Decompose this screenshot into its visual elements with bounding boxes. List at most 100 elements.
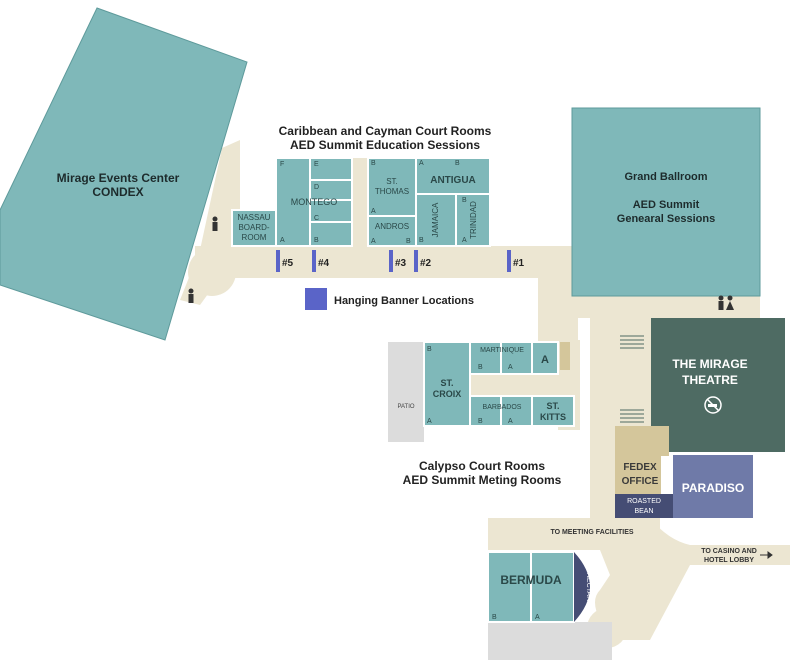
caribbean-heading-line1: Caribbean and Cayman Court Rooms — [278, 124, 492, 138]
trinidad-section-a: A — [462, 237, 467, 244]
antigua-section-a: A — [419, 160, 424, 167]
nassau-label-2: BOARD- — [238, 223, 269, 232]
banner-legend-label: Hanging Banner Locations — [334, 295, 474, 307]
st-thomas-label-2: THOMAS — [375, 187, 409, 196]
caribbean-heading: Caribbean and Cayman Court Rooms AED Sum… — [255, 124, 515, 152]
andros-section-b: B — [406, 238, 411, 245]
calypso-heading-line1: Calypso Court Rooms — [418, 459, 545, 473]
st-thomas-label: ST. — [386, 177, 398, 186]
restroom-icon — [188, 288, 194, 303]
fedex-room[interactable] — [615, 426, 661, 494]
antigua-label: ANTIGUA — [430, 175, 476, 186]
st-croix-label: ST. — [440, 378, 453, 388]
a-room-label: A — [541, 354, 549, 366]
bermuda-section-b: B — [492, 614, 497, 621]
roasted-bean-label-2: BEAN — [634, 508, 653, 515]
events-center-subtitle: CONDEX — [92, 185, 143, 199]
ballroom-subtitle-2: Genearal Sessions — [617, 213, 715, 225]
andros-label: ANDROS — [375, 222, 409, 231]
events-center-title: Mirage Events Center — [57, 171, 180, 185]
montego-room[interactable] — [275, 157, 353, 247]
banner-marker-4: #4 — [318, 258, 330, 269]
martinique-label: MARTINIQUE — [480, 347, 524, 354]
montego-section-d: D — [314, 184, 319, 191]
paradiso-room[interactable] — [673, 455, 753, 518]
barbados-section-b: B — [478, 418, 483, 425]
st-kitts-room[interactable] — [531, 395, 575, 427]
trinidad-label: TRINIDAD — [469, 201, 478, 239]
banner-marker-1: #1 — [513, 258, 525, 269]
nassau-label-3: ROOM — [242, 233, 267, 242]
calypso-rooms — [423, 341, 575, 427]
banner-5 — [276, 250, 280, 272]
roasted-bean-label: ROASTED — [627, 498, 661, 505]
montego-section-e: E — [314, 161, 319, 168]
st-thomas-section-a: A — [371, 208, 376, 215]
st-croix-section-a: A — [427, 418, 432, 425]
barbados-label: BARBADOS — [483, 404, 522, 411]
ballroom-title: Grand Ballroom — [624, 171, 707, 183]
ballroom-subtitle: AED Summit — [633, 199, 700, 211]
montego-section-b: B — [314, 237, 319, 244]
banner-legend-swatch — [305, 288, 327, 310]
meeting-facilities-label: TO MEETING FACILITIES — [550, 529, 633, 536]
casino-label: TO CASINO AND — [701, 548, 757, 555]
banner-2 — [414, 250, 418, 272]
st-croix-label-2: CROIX — [433, 389, 462, 399]
bermuda-label: BERMUDA — [500, 573, 562, 587]
nectar-label: NECTAR — [585, 573, 592, 601]
barbados-section-a: A — [508, 418, 513, 425]
caribbean-heading-line2: AED Summit Education Sessions — [289, 138, 481, 152]
caribbean-rooms — [231, 157, 491, 247]
no-smoking-icon — [704, 396, 722, 414]
st-kitts-label-2: KITTS — [540, 412, 566, 422]
grand-ballroom-room[interactable] — [571, 107, 761, 297]
martinique-section-b: B — [478, 364, 483, 371]
casino-label-2: HOTEL LOBBY — [704, 557, 754, 564]
theatre-stairs — [620, 335, 644, 423]
banner-1 — [507, 250, 511, 272]
restroom-icon — [212, 216, 218, 231]
roasted-bean-room[interactable] — [615, 494, 673, 518]
antigua-room[interactable] — [415, 157, 491, 195]
banner-3 — [389, 250, 393, 272]
montego-section-c: C — [314, 215, 319, 222]
trinidad-section-b: B — [462, 197, 467, 204]
st-thomas-section-b: B — [371, 160, 376, 167]
st-croix-room[interactable] — [423, 341, 471, 427]
nectar-room[interactable] — [574, 552, 590, 622]
patio-label: PATIO — [397, 404, 414, 410]
antigua-section-b: B — [455, 160, 460, 167]
montego-section-f: F — [280, 161, 284, 168]
patio-area — [388, 342, 424, 442]
banner-marker-2: #2 — [420, 258, 432, 269]
trinidad-room[interactable] — [455, 193, 491, 247]
jamaica-section-b: B — [419, 237, 424, 244]
restroom-icon — [718, 295, 734, 310]
fedex-label: FEDEX — [623, 462, 657, 473]
st-thomas-room[interactable] — [367, 157, 417, 217]
jamaica-label: JAMAICA — [431, 202, 440, 237]
calypso-heading-line2: AED Summit Meting Rooms — [402, 473, 562, 487]
fedex-label-2: OFFICE — [622, 476, 659, 487]
nassau-label: NASSAU — [238, 213, 271, 222]
montego-section-a: A — [280, 237, 285, 244]
banner-marker-5: #5 — [282, 258, 294, 269]
bermuda-section-a: A — [535, 614, 540, 621]
a-room[interactable] — [531, 341, 559, 375]
st-kitts-label: ST. — [546, 401, 559, 411]
banner-markers — [276, 250, 511, 272]
paradiso-label: PARADISO — [682, 481, 744, 495]
calypso-heading: Calypso Court Rooms AED Summit Meting Ro… — [372, 459, 592, 487]
bermuda-floor — [488, 622, 612, 660]
banner-marker-3: #3 — [395, 258, 407, 269]
theatre-title: THE MIRAGE — [672, 357, 747, 371]
montego-label: MONTEGO — [291, 197, 338, 207]
arrow-right-icon — [760, 551, 773, 559]
events-center-room[interactable] — [0, 7, 248, 341]
theatre-title-2: THEATRE — [682, 373, 738, 387]
andros-section-a: A — [371, 238, 376, 245]
banner-4 — [312, 250, 316, 272]
st-croix-section-b: B — [427, 346, 432, 353]
